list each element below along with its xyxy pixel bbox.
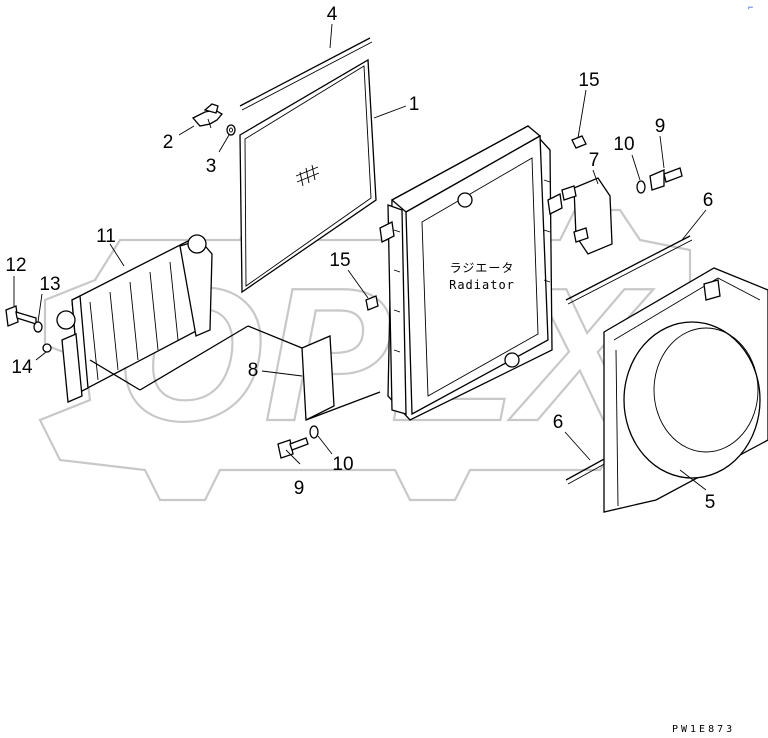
part-6-seal-upper — [565, 235, 693, 305]
part-2-clip — [191, 103, 223, 129]
callout-1: 1 — [409, 94, 420, 115]
part-9-bolt-upper — [649, 167, 683, 191]
corner-mark-icon: ⌐ — [748, 2, 753, 12]
callout-2: 2 — [163, 132, 174, 153]
part-11-aftercooler — [56, 234, 249, 403]
part-15-cap-upper — [571, 135, 587, 149]
callout-14: 14 — [11, 357, 33, 378]
leader-lines — [13, 23, 707, 491]
part-15-cap-lower — [365, 295, 379, 311]
callout-6-lower: 6 — [553, 412, 564, 433]
callout-3: 3 — [206, 156, 217, 177]
part-7-bracket — [561, 177, 613, 255]
watermark-gear — [38, 203, 692, 502]
part-10-washer-upper — [636, 180, 646, 194]
callout-11: 11 — [96, 226, 116, 247]
callout-labels: 4 1 2 3 11 12 13 14 15 8 9 10 15 7 10 9 … — [5, 4, 715, 513]
part-3-washer — [226, 124, 236, 136]
part-13-washer — [33, 321, 43, 333]
callout-13: 13 — [39, 274, 60, 295]
callout-9-lower: 9 — [294, 478, 305, 499]
radiator-label-jp: ラジエータ — [450, 261, 515, 275]
callout-15-lower: 15 — [329, 250, 350, 271]
radiator-assembly: ラジエータ Radiator — [379, 125, 563, 421]
callout-9-upper: 9 — [655, 116, 666, 137]
part-8-bracket — [247, 325, 381, 422]
callout-10-upper: 10 — [613, 134, 634, 155]
callout-5: 5 — [705, 492, 716, 513]
callout-10-lower: 10 — [332, 454, 353, 475]
callout-6-upper: 6 — [703, 190, 714, 211]
callout-12: 12 — [5, 255, 26, 276]
part-10-washer-lower — [309, 425, 319, 439]
part-1-screen — [239, 58, 377, 294]
part-5-fan-shroud — [603, 267, 768, 513]
callout-4: 4 — [327, 4, 338, 25]
drawing-code: PW1E873 — [672, 724, 735, 735]
radiator-label-en: Radiator — [449, 278, 515, 292]
callout-7: 7 — [589, 150, 600, 171]
callout-15-upper: 15 — [578, 70, 599, 91]
part-12-bolt — [5, 305, 37, 327]
callout-8: 8 — [248, 360, 259, 381]
part-4-seal-strip — [239, 37, 373, 111]
part-14-washer — [42, 343, 52, 353]
